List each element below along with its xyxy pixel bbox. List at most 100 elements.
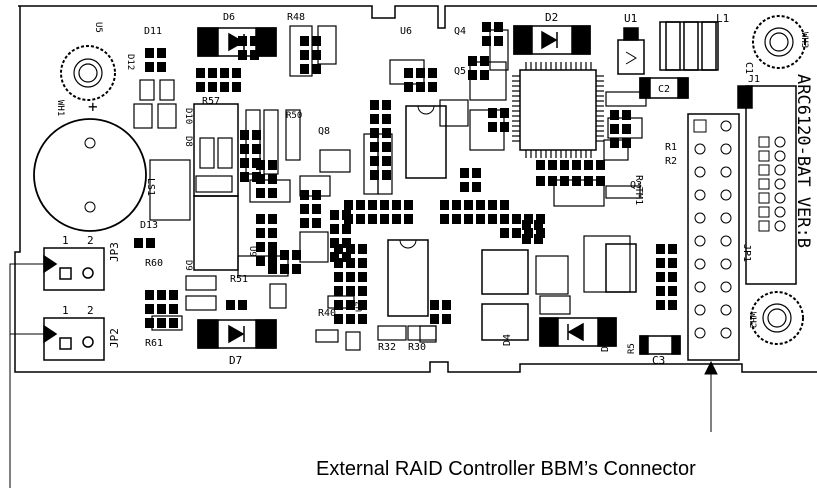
smd-pad [370,156,379,166]
smd-pad [668,272,677,282]
regulator-u1 [617,27,645,75]
component-outline [345,331,361,351]
label-u7: U7 [355,301,365,312]
smd-pad [238,36,247,46]
smd-pad [482,36,491,46]
label-q5: Q5 [454,66,466,77]
smd-pad [256,242,265,252]
component-outline [327,295,355,309]
j1-pin [774,164,786,176]
smd-pad [656,258,665,268]
smd-pad [500,214,509,224]
figure-caption: External RAID Controller BBM’s Connector [316,458,696,480]
label-wh1: WH1 [55,100,65,116]
smd-pad [368,214,377,224]
jp1-pin [694,212,706,224]
ic-soic-u6 [405,105,447,179]
label-d8: D8 [183,136,193,147]
smd-pad [668,258,677,268]
smd-pad [145,318,154,328]
smd-pad [610,124,619,134]
mounting-hole-wh1 [60,45,116,101]
smd-pad [534,220,543,230]
label-model: ARC6120-BAT VER:B [793,74,813,248]
smd-pad [358,244,367,254]
smd-pad [512,214,521,224]
smd-pad [468,70,477,80]
smd-pads [134,22,677,328]
j1-pin [774,220,786,232]
label-r61: R61 [145,338,163,349]
smd-pad [460,168,469,178]
smd-pad [256,228,265,238]
j1-pin [758,136,770,148]
smd-pad [488,200,497,210]
smd-pad [382,170,391,180]
smd-pad [146,238,155,248]
smd-pad [480,56,489,66]
component-outline [149,159,191,221]
smd-pad [460,182,469,192]
jp1-pin [694,189,706,201]
smd-pad [622,124,631,134]
smd-pad [312,64,321,74]
component-outline [245,109,261,175]
smd-pad [668,244,677,254]
label-d11: D11 [144,26,162,37]
smd-pad [145,304,154,314]
pcb-outline [14,5,817,373]
smd-pad [134,238,143,248]
jp1-pin [694,258,706,270]
label-c1: C1 [743,62,754,74]
smd-pad [312,50,321,60]
label-d7: D7 [229,354,242,367]
smd-pad [370,170,379,180]
label-q4: Q4 [454,26,466,37]
smd-pad [382,128,391,138]
smd-pad [442,314,451,324]
smd-pad [368,200,377,210]
smd-pad [572,160,581,170]
smd-pad [382,142,391,152]
smd-pad [330,224,339,234]
label-ls1: LS1 [145,178,156,196]
smd-pad [169,318,178,328]
label-q3: Q3 [630,180,642,191]
smd-pad [232,68,241,78]
label-c2: C2 [658,84,670,95]
smd-pad [196,68,205,78]
smd-pad [548,160,557,170]
smd-pad [256,188,265,198]
ic-soic-u7 [387,239,429,317]
smd-pad [416,82,425,92]
smd-pad [476,214,485,224]
smd-pad [252,144,261,154]
jp1-pin [720,189,732,201]
smd-pad [157,48,166,58]
jp1-pin [720,281,732,293]
smd-pad [344,200,353,210]
smd-pad [596,160,605,170]
smd-pad [145,62,154,72]
smd-pad [312,36,321,46]
label-pin2b: 2 [87,304,94,317]
j1-pin [774,136,786,148]
component-outline [377,325,407,341]
component-outline [317,25,337,65]
component-outline [289,25,313,77]
j1-pin [758,164,770,176]
label-u5: U5 [93,22,103,33]
component-outline [299,231,329,263]
j1-pin [758,206,770,218]
smd-pad [404,200,413,210]
smd-pad [334,272,343,282]
main-ic-qfp [512,62,604,158]
smd-pad [346,300,355,310]
smd-pad [370,128,379,138]
smd-pad [252,130,261,140]
smd-pad [482,22,491,32]
component-outline [269,283,287,309]
smd-pad [312,204,321,214]
smd-pad [610,110,619,120]
